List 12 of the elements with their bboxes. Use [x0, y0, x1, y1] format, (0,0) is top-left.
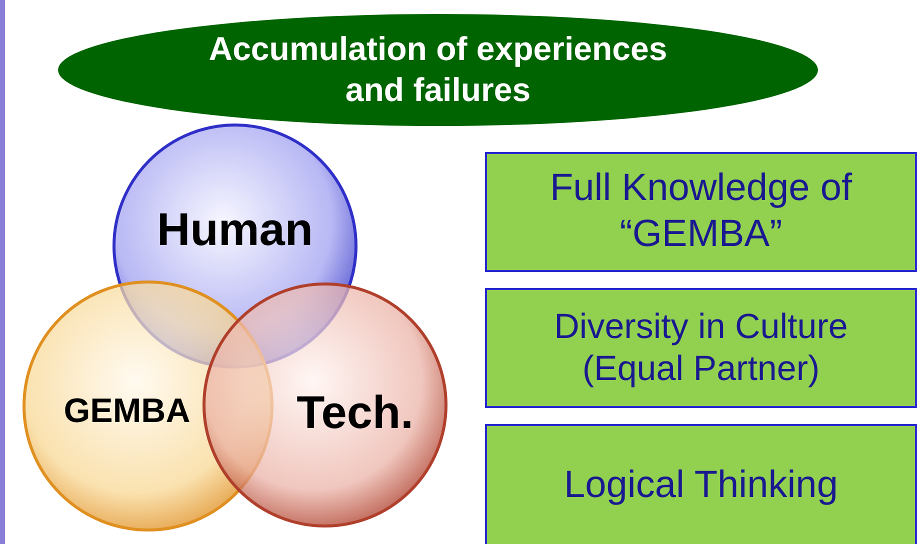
- feature-box: [485, 424, 917, 544]
- banner-ellipse: [58, 14, 818, 126]
- venn-circle: [202, 282, 448, 528]
- box-text: Diversity in Culture (Equal Partner): [553, 306, 849, 390]
- box-text: Full Knowledge of “GEMBA”: [548, 166, 854, 257]
- circle-label: Tech.: [296, 385, 414, 440]
- feature-box: [485, 152, 917, 272]
- box-text: Logical Thinking: [563, 463, 839, 508]
- feature-box: [485, 288, 917, 408]
- banner-text: Accumulation of experiences and failures: [208, 29, 668, 110]
- circle-label: Human: [156, 202, 314, 257]
- circle-label: GEMBA: [62, 391, 192, 432]
